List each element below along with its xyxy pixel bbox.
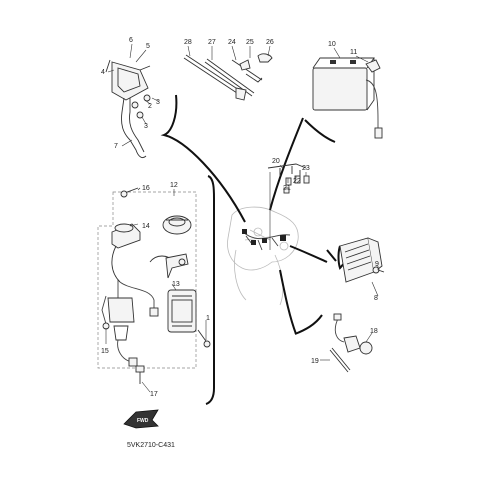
main-switch [111, 223, 141, 283]
callout-22: 22 [293, 178, 301, 185]
callout-3a: 3 [156, 99, 160, 106]
cdi-unit [167, 289, 197, 333]
callout-20: 20 [272, 158, 280, 165]
callout-16: 16 [142, 185, 150, 192]
switch-bracket [165, 253, 189, 279]
bracket-sensor-link [279, 269, 297, 335]
diagram-code: 5VK2710-C431 [127, 442, 175, 449]
screw-16 [120, 187, 139, 198]
callout-11: 11 [350, 49, 357, 56]
screw-1 [197, 329, 211, 348]
bracket-sensor [294, 314, 323, 335]
callout-1: 1 [206, 315, 210, 322]
callout-21: 21 [283, 185, 291, 192]
ignition-coil [105, 59, 151, 159]
callout-13: 13 [172, 281, 180, 288]
lock-cap [162, 215, 192, 235]
callout-2: 2 [148, 103, 152, 110]
callout-26: 26 [266, 39, 274, 46]
neutral-switch [329, 313, 373, 373]
callout-18: 18 [370, 328, 378, 335]
callout-8: 8 [374, 295, 378, 302]
callout-19: 19 [311, 358, 319, 365]
bolt-17 [135, 365, 145, 384]
callout-4: 4 [101, 69, 105, 76]
fwd-label: FWD [137, 418, 149, 424]
callout-6: 6 [129, 37, 133, 44]
switch-harness [101, 280, 159, 367]
callout-24: 24 [228, 39, 236, 46]
harness-center [242, 229, 291, 251]
frame-outline [227, 206, 299, 306]
callout-25: 25 [246, 39, 254, 46]
wire-bands [183, 53, 273, 101]
fuse-set [267, 163, 310, 250]
main-switch-kit-box [97, 191, 197, 369]
callout-12: 12 [170, 182, 178, 189]
callout-15: 15 [101, 348, 109, 355]
callout-28: 28 [184, 39, 192, 46]
callout-23: 23 [302, 165, 310, 172]
callout-10: 10 [328, 41, 336, 48]
callout-leaders [105, 43, 379, 393]
callout-5: 5 [146, 43, 150, 50]
fwd-arrow: FWD [123, 409, 159, 429]
bracket-regulator-link [289, 245, 328, 263]
rectifier-regulator [339, 237, 385, 283]
callout-3b: 3 [144, 123, 148, 130]
bracket-main-switch [205, 175, 215, 405]
callout-9: 9 [375, 261, 379, 268]
bracket-battery [269, 117, 336, 211]
callouts: 1 2 3 3 4 5 6 7 8 9 10 11 12 13 14 15 16… [101, 37, 379, 398]
callout-14: 14 [142, 223, 150, 230]
callout-17: 17 [150, 391, 158, 398]
battery [312, 57, 383, 139]
callout-27: 27 [208, 39, 216, 46]
bracket-ignition-coil [160, 94, 246, 223]
callout-7: 7 [114, 143, 118, 150]
